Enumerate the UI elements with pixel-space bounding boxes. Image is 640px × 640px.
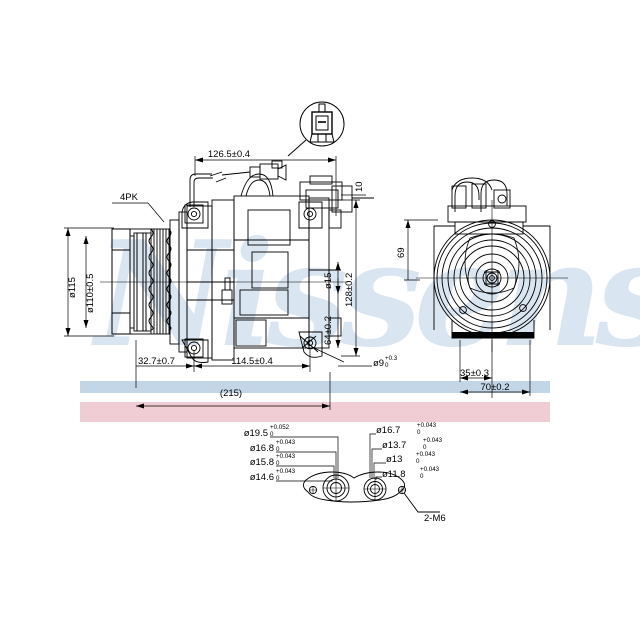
port-dia-right-2: ø13 [386, 454, 402, 465]
label-thread-callout: 2-M6 [424, 513, 446, 524]
label-port-centre-height: 64±0.2 [323, 316, 334, 345]
svg-text:Nissens: Nissens [91, 210, 640, 380]
label-mount-span: 114.5±0.4 [231, 356, 273, 367]
label-mount-hole-tol-upper: +0.3 [385, 355, 398, 362]
port-dia-right-3: ø11.8 [382, 469, 406, 480]
port-dia-right-1: ø13.7 [382, 440, 406, 451]
port-tol-lower-right-1: 0 [423, 444, 427, 451]
label-connector-length: 126.5±0.4 [208, 149, 250, 160]
label-mount-hole-dia: ø9 [373, 358, 384, 369]
label-mount-hole-tol-lower: 0 [385, 362, 389, 369]
label-pulley-belt-dia: ø110±0.5 [85, 274, 96, 313]
port-tol-lower-right-0: 0 [417, 429, 421, 436]
label-pulley-outer-dia: ø115 [67, 277, 78, 298]
port-tol-upper-right-1: +0.043 [423, 437, 443, 444]
dimension-text-layer: 4PK 126.5±0.4 10 ø115 ø110±0.5 ø15 128±0… [67, 149, 510, 524]
port-tol-lower-right-2: 0 [416, 458, 420, 465]
port-tol-lower-left-1: 0 [276, 446, 280, 453]
left-side-view [111, 160, 374, 363]
port-tol-upper-left-1: +0.043 [276, 439, 296, 446]
port-tol-upper-left-2: +0.043 [276, 453, 296, 460]
port-tol-upper-right-2: +0.043 [416, 451, 436, 458]
connector-detail-balloon [287, 101, 345, 157]
watermark-logo: Nissens [91, 210, 640, 380]
port-tol-lower-right-3: 0 [420, 473, 424, 480]
label-port-dia: ø15 [323, 273, 334, 289]
port-tol-upper-left-0: +0.052 [270, 424, 290, 431]
label-body-width: 70±0.2 [481, 382, 510, 393]
port-dia-left-0: ø19.5 [244, 428, 268, 439]
label-belt-profile: 4PK [120, 192, 139, 203]
port-tol-lower-left-3: 0 [276, 475, 280, 482]
label-height-small: 10 [354, 181, 365, 192]
right-view-dimensions [404, 219, 531, 398]
manifold-dimension-leaders [270, 433, 386, 482]
label-front-mount-offset: 32.7±0.7 [138, 356, 175, 367]
port-tol-upper-right-0: +0.043 [417, 422, 437, 429]
port-tol-lower-left-0: 0 [270, 431, 274, 438]
port-block [240, 173, 374, 213]
wiring-harness [189, 160, 287, 207]
port-dia-right-0: ø16.7 [376, 425, 400, 436]
port-tol-upper-right-3: +0.043 [420, 466, 440, 473]
port-dia-left-3: ø14.6 [250, 472, 274, 483]
label-body-height: 69 [396, 247, 407, 258]
label-clutch-offset: 35±0.3 [460, 368, 489, 379]
watermark-bands [80, 381, 550, 422]
manifold-detail-view [303, 471, 440, 513]
label-overall-height: 128±0.2 [344, 273, 355, 307]
port-tol-lower-left-2: 0 [276, 460, 280, 467]
port-dia-left-2: ø15.8 [250, 457, 274, 468]
left-view-dimensions [64, 156, 372, 410]
label-overall-length: (215) [220, 388, 242, 399]
rear-head [298, 189, 342, 358]
port-tol-upper-left-3: +0.043 [276, 468, 296, 475]
port-dia-left-1: ø16.8 [250, 443, 274, 454]
right-front-view [416, 177, 568, 352]
